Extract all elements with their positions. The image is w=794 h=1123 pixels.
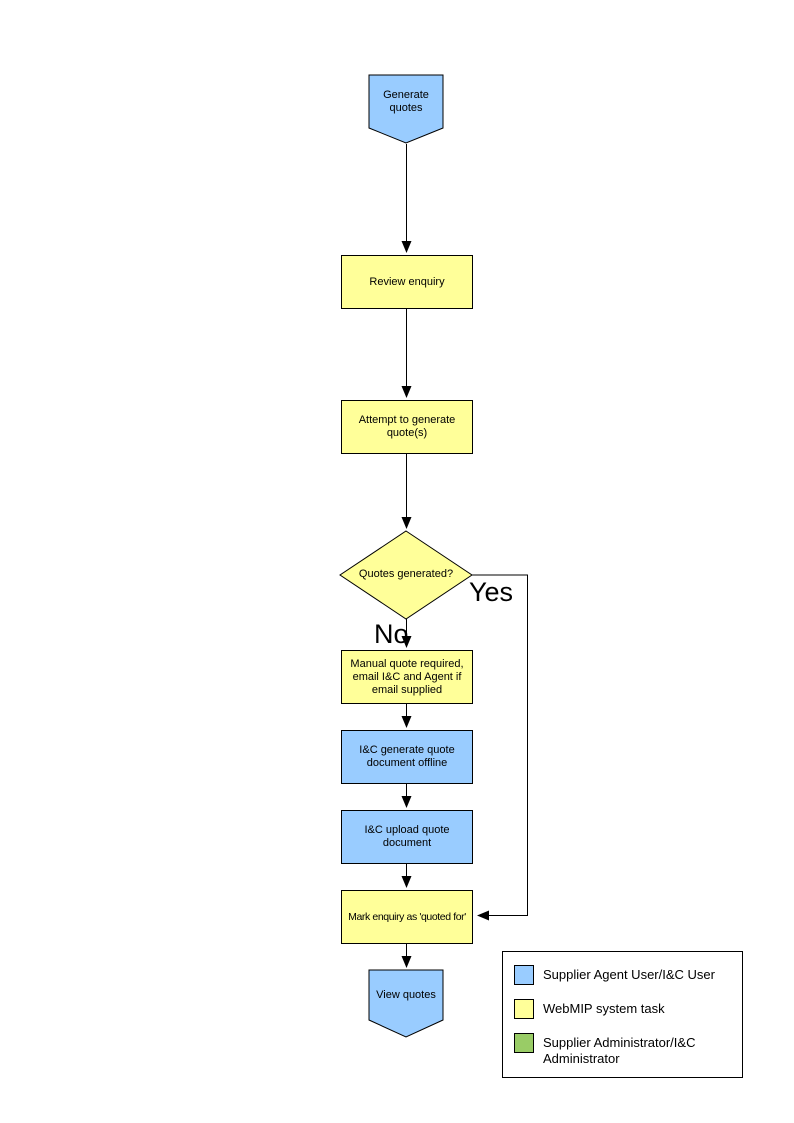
start-terminator-shape xyxy=(368,74,444,144)
node-upload-document: I&C upload quote document xyxy=(341,810,473,864)
legend-item-supplier-agent: Supplier Agent User/I&C User xyxy=(514,965,742,985)
edge-decision-mark-yes xyxy=(472,574,528,921)
node-mark-quoted: Mark enquiry as 'quoted for' xyxy=(341,890,473,944)
legend-swatch-blue xyxy=(514,965,534,985)
legend-item-supplier-admin: Supplier Administrator/I&C Administrator xyxy=(514,1033,742,1067)
legend-label: Supplier Administrator/I&C Administrator xyxy=(543,1035,696,1066)
edge-label-yes: Yes xyxy=(469,577,514,607)
legend: Supplier Agent User/I&C User WebMIP syst… xyxy=(502,951,743,1078)
legend-item-webmip-task: WebMIP system task xyxy=(514,999,742,1019)
node-generate-offline: I&C generate quote document offline xyxy=(341,730,473,784)
decision-diamond-shape xyxy=(339,530,473,620)
end-terminator-shape xyxy=(368,969,444,1038)
legend-label: WebMIP system task xyxy=(543,1001,665,1016)
node-manual-quote: Manual quote required, email I&C and Age… xyxy=(341,650,473,704)
node-attempt-generate: Attempt to generate quote(s) xyxy=(341,400,473,454)
node-review-enquiry: Review enquiry xyxy=(341,255,473,309)
legend-swatch-yellow xyxy=(514,999,534,1019)
legend-swatch-green xyxy=(514,1033,534,1053)
edge-label-no: No xyxy=(374,619,409,649)
legend-label: Supplier Agent User/I&C User xyxy=(543,967,715,982)
